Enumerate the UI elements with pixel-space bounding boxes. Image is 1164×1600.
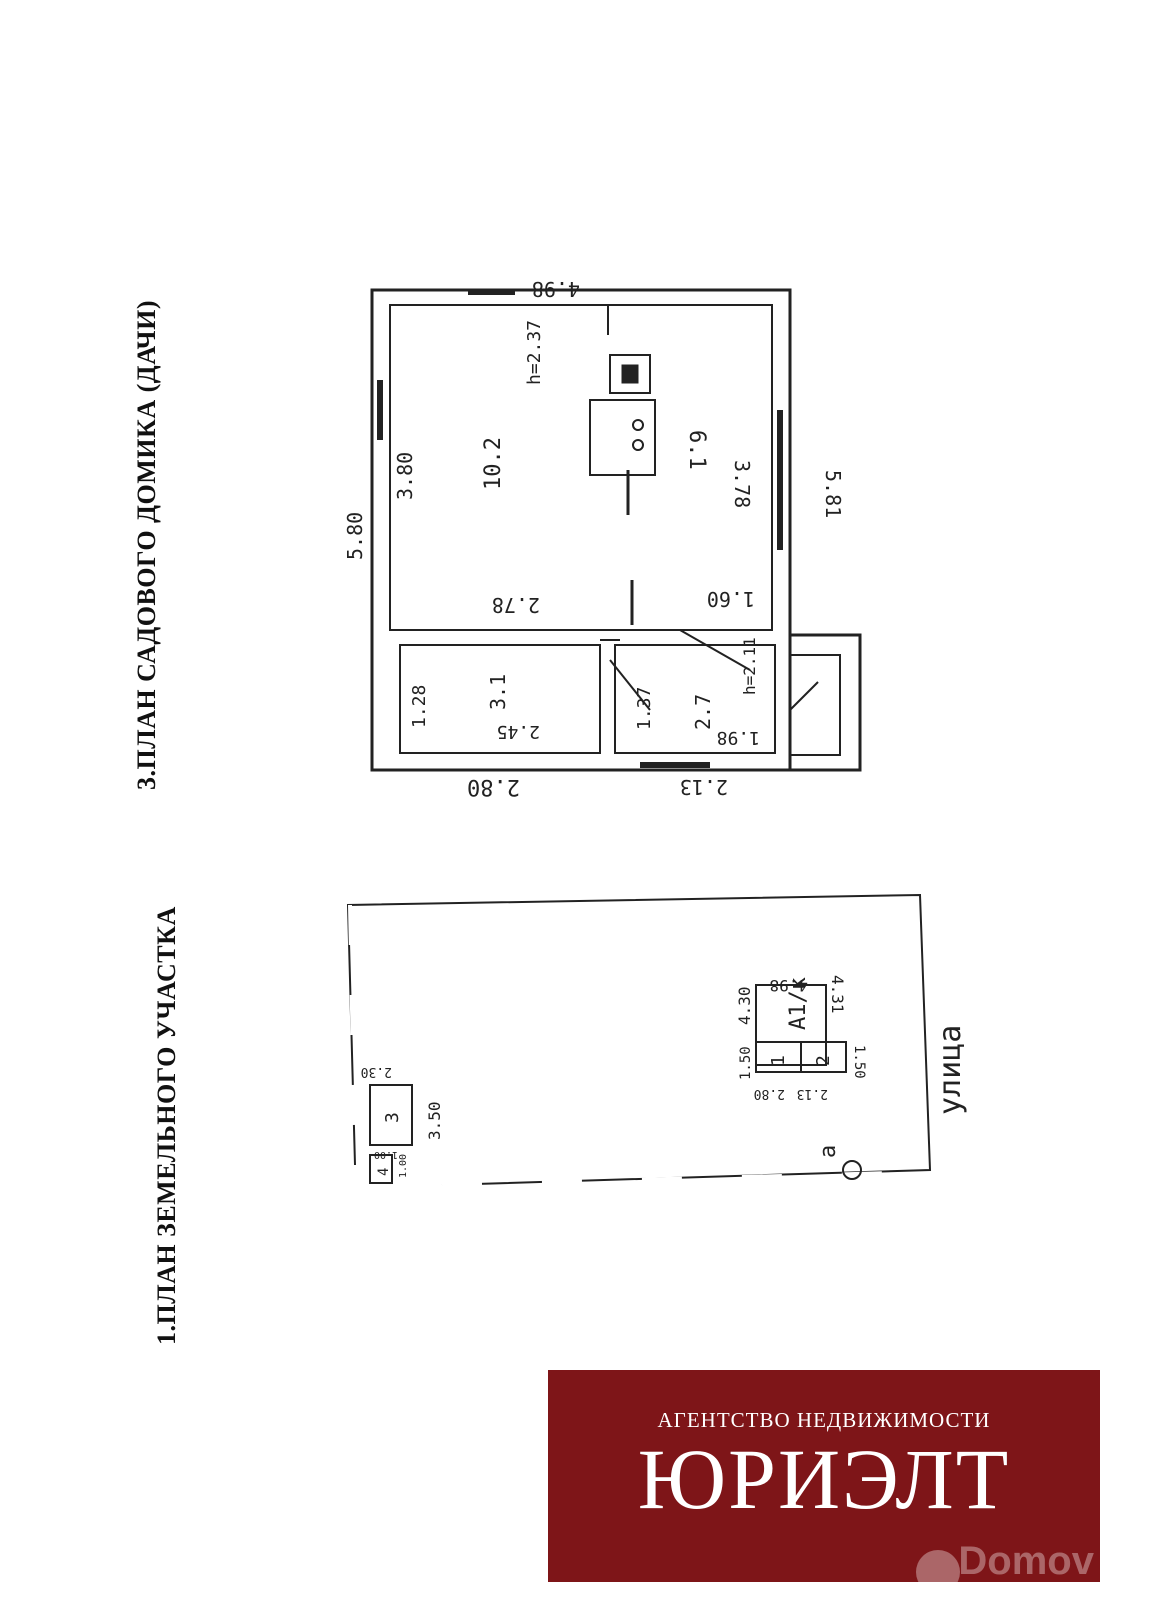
building-3-dim-2: 3.50	[425, 1101, 444, 1140]
building-3-dim-1: 2.30	[361, 1064, 392, 1079]
dim-top: 4.98	[532, 277, 580, 301]
building-4-label: 4	[376, 1168, 392, 1176]
small-room-wall	[399, 644, 601, 754]
kitchen-width: 3.78	[730, 460, 754, 508]
land-boundary	[346, 893, 932, 1186]
kitchen-length: 1.60	[707, 587, 755, 611]
building-main-dim-3: 4.31	[828, 975, 847, 1014]
dim-bottom-right: 2.13	[680, 775, 728, 799]
building-4-dim-2: 1.00	[374, 1149, 398, 1160]
land-building-3	[369, 1084, 413, 1146]
hall-area: 2.7	[691, 694, 715, 730]
watermark-icon	[916, 1550, 960, 1582]
hall-length: 1.98	[717, 727, 760, 748]
building-main-dim-1: 4.98	[769, 976, 808, 995]
building-4-dim-1: 1.00	[398, 1154, 409, 1178]
house-outer-wall	[370, 288, 792, 772]
building-main-label: А1/к	[786, 977, 811, 1030]
porch-door	[789, 681, 819, 711]
logo-name: ЮРИЭЛТ	[637, 1431, 1011, 1527]
building-main-dim-2: 4.30	[735, 986, 754, 1025]
hall-door	[609, 659, 651, 711]
building-2-dim-2: 2.13	[797, 1086, 828, 1101]
building-1-dim-1: 1.50	[738, 1046, 754, 1080]
kitchen-door	[679, 629, 751, 671]
land-building-2	[800, 1041, 847, 1073]
dim-right: 5.81	[821, 470, 845, 518]
land-building-4	[369, 1154, 393, 1184]
main-room-length: 2.78	[492, 593, 540, 617]
land-building-main	[755, 984, 827, 1066]
hall-width: 1.37	[634, 687, 655, 730]
hall-wall	[614, 644, 776, 754]
main-room-area: 10.2	[481, 437, 506, 490]
hall-height: h=2.11	[740, 637, 759, 695]
small-room-length: 2.45	[497, 721, 540, 742]
agency-logo: АГЕНТСТВО НЕДВИЖИМОСТИ ЮРИЭЛТ Domov	[548, 1370, 1100, 1582]
main-room-height: h=2.37	[524, 320, 545, 385]
watermark-text: Domov	[958, 1539, 1094, 1582]
dim-left: 5.80	[343, 512, 367, 560]
small-room-width: 1.28	[409, 685, 430, 728]
main-room-width: 3.80	[393, 452, 417, 500]
building-1-label: 1	[768, 1055, 789, 1066]
building-3-label: 3	[382, 1112, 403, 1123]
chimney	[609, 354, 651, 394]
corner-marker	[842, 1160, 862, 1180]
kitchen-area: 6.1	[684, 430, 709, 470]
building-2-label: 2	[813, 1055, 834, 1066]
main-room-wall	[389, 304, 773, 631]
small-room-area: 3.1	[486, 674, 510, 710]
building-1-dim-2: 2.80	[754, 1086, 785, 1101]
logo-subtitle: АГЕНТСТВО НЕДВИЖИМОСТИ	[657, 1408, 991, 1432]
porch-wall	[790, 633, 862, 772]
street-label: улица	[933, 1025, 968, 1115]
dim-bottom-left: 2.80	[467, 774, 520, 799]
stove	[589, 399, 656, 476]
corner-label: а	[816, 1145, 841, 1158]
building-2-dim-1: 1.50	[851, 1045, 867, 1079]
